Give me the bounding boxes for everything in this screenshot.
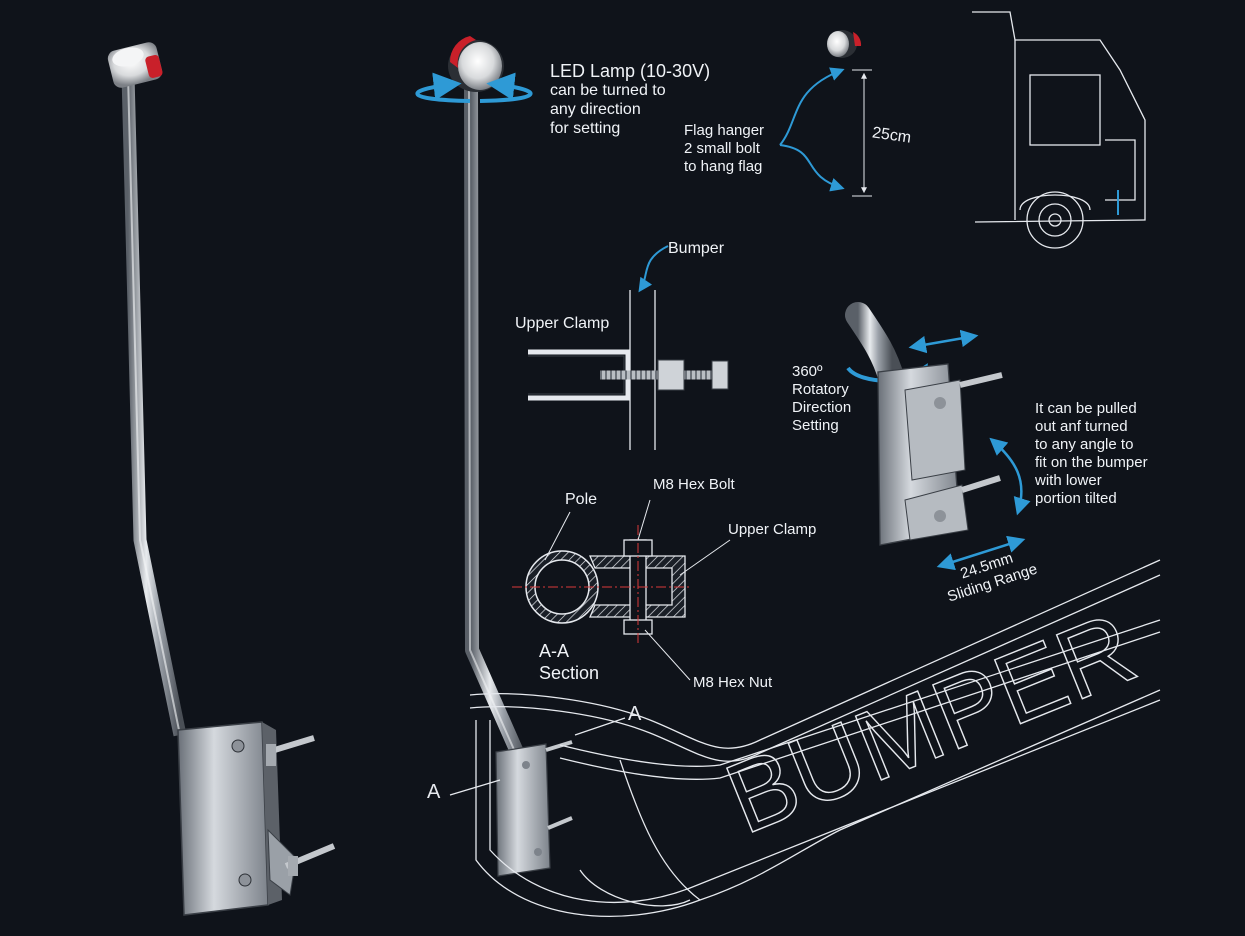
bumper-outline	[469, 559, 1161, 918]
section-mark-a-right: A	[628, 703, 642, 725]
upper-clamp-label-top: Upper Clamp	[515, 315, 610, 332]
bracket-rotation-detail	[845, 302, 1031, 571]
bumper-label: Bumper	[668, 240, 725, 257]
upper-clamp-label-section: Upper Clamp	[728, 521, 817, 538]
lamp-head-left	[107, 42, 163, 88]
truck-sketch	[972, 11, 1146, 249]
section-line-a	[449, 717, 626, 796]
bracket-main-center	[495, 740, 573, 877]
aa-section-label: A-A Section	[539, 641, 600, 683]
upper-clamp-detail	[528, 245, 729, 450]
rotation-arrow-lamp	[415, 72, 533, 103]
section-mark-a-left: A	[427, 781, 441, 803]
rotatory-direction-label: 360º Rotatory Direction Setting	[792, 363, 852, 434]
pole-label: Pole	[565, 491, 598, 508]
aa-section-drawing	[512, 499, 731, 681]
flag-hanger-label: Flag hanger 2 small bolt to hang flag	[684, 122, 765, 175]
m8-hex-nut-label: M8 Hex Nut	[693, 674, 773, 691]
led-lamp-description: can be turned to any direction for setti…	[550, 82, 666, 138]
pull-out-note: It can be pulled out anf turned to any a…	[1035, 400, 1148, 507]
led-lamp-title: LED Lamp (10-30V)	[550, 61, 711, 81]
pole-photo-left	[107, 42, 336, 916]
m8-hex-bolt-label: M8 Hex Bolt	[653, 476, 735, 493]
lamp-head-center	[448, 36, 504, 92]
pole-main-center	[415, 36, 573, 877]
flag-hanger-detail	[779, 30, 872, 200]
bracket-plate-left	[177, 721, 336, 916]
